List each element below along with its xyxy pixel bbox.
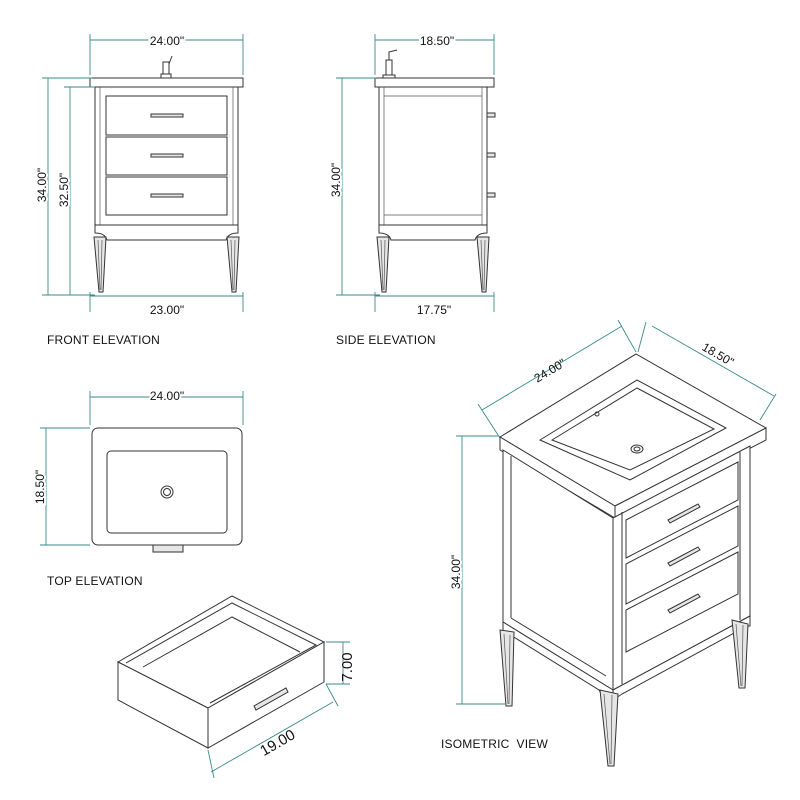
front-width-top-dim: 24.00" (150, 34, 184, 48)
top-elevation-label: TOP ELEVATION (47, 574, 143, 588)
iso-width-dim: 24.00" (532, 356, 569, 386)
drawer-height-dim: 7.00 (339, 652, 356, 681)
side-elevation-label: SIDE ELEVATION (336, 333, 436, 347)
top-elevation: 24.00" 18.50" TOP ELEVATION (31, 387, 244, 588)
side-height-total-dim: 34.00" (329, 163, 343, 197)
front-elevation-label: FRONT ELEVATION (47, 333, 160, 347)
iso-height-dim: 34.00" (449, 555, 463, 589)
front-height-total-dim: 34.00" (35, 168, 49, 202)
side-depth-top-dim: 18.50" (420, 34, 454, 48)
top-depth-dim: 18.50" (33, 470, 47, 504)
iso-depth-dim: 18.50" (700, 340, 737, 369)
front-height-body-dim: 32.50" (57, 173, 71, 207)
isometric-view-label: ISOMETRIC VIEW (441, 737, 548, 751)
drawer-detail: 7.00 19.00 (116, 595, 356, 779)
drawer-depth-dim: 19.00 (257, 726, 298, 759)
top-width-dim: 24.00" (150, 389, 184, 403)
side-elevation: 18.50" 17.75" 34.00" SIDE ELEVATION (327, 32, 496, 347)
front-width-bottom-dim: 23.00" (150, 303, 184, 317)
side-depth-bottom-dim: 17.75" (417, 303, 451, 317)
front-elevation: 24.00" 23.00" 34. (33, 32, 244, 347)
isometric-view: 24.00" 18.50" (441, 319, 777, 767)
